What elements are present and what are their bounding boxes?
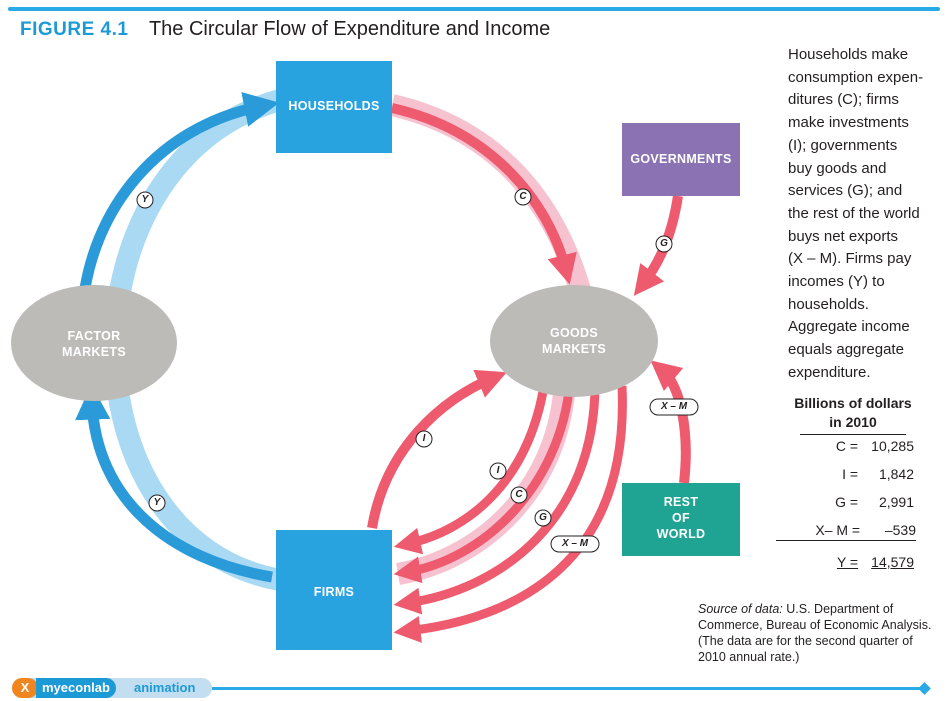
net-exports-badge-lower-oval — [550, 535, 600, 553]
income-badge-bottom-circle — [148, 494, 166, 512]
source-prefix: Source of data: — [698, 602, 783, 616]
myeconlab-animation-button[interactable]: X myeconlab animation — [12, 678, 212, 698]
data-row-y: Y = 14,579 — [836, 554, 914, 570]
description-line: (I); governments — [788, 136, 898, 154]
net-exports-badge-right-oval — [649, 398, 699, 416]
myeconlab-wordmark: myeconlab — [36, 678, 116, 698]
government-badge-top: G — [660, 238, 668, 249]
bottom-rule — [212, 687, 924, 690]
firms-label: FIRMS — [313, 585, 355, 599]
description-line: consumption expen- — [788, 68, 924, 86]
government-badge-lower-circle — [534, 509, 552, 527]
government-badge-top-circle — [655, 235, 673, 253]
investment-badge-loop-circle — [415, 430, 433, 448]
goods-markets-label: GOODS MARKETS — [542, 326, 606, 356]
description-line: equals aggregate — [788, 341, 904, 359]
data-table-rule — [800, 434, 906, 435]
figure-header: FIGURE 4.1 The Circular Flow of Expendit… — [20, 18, 550, 44]
consumption-arrow-lower — [393, 381, 575, 584]
government-arrow-lower — [393, 383, 600, 615]
rest-of-world-box — [622, 483, 740, 556]
consumption-badge-top: C — [519, 191, 527, 202]
investment-badge-lower: I — [496, 465, 500, 476]
rest-of-world-label: REST OF WORLD — [656, 495, 706, 541]
governments-box — [622, 123, 740, 196]
consumption-badge-top-circle — [514, 188, 532, 206]
figure-label: FIGURE 4.1 — [20, 19, 129, 40]
income-badge-top-circle — [136, 191, 154, 209]
data-row-net-exports: X– M = –539 — [776, 520, 916, 541]
goods-markets-ellipse — [490, 285, 658, 397]
source-text: U.S. Department of Commerce, Bureau of E… — [698, 602, 932, 664]
data-table-rows: C = 10,285 I = 1,842 G = 2,991 X– M = –5… — [776, 436, 928, 576]
governments-label: GOVERNMENTS — [630, 152, 732, 166]
description-line: make investments — [788, 114, 909, 132]
net-exports-arrow-lower — [393, 385, 627, 643]
data-row-c: C = 10,285 — [835, 438, 914, 454]
government-badge-lower: G — [539, 512, 547, 523]
source-note: Source of data: U.S. Department of Comme… — [698, 601, 933, 665]
description-line: (X – M). Firms pay — [788, 250, 912, 268]
income-badge-top: Y — [141, 194, 149, 205]
description-line: Aggregate income — [788, 318, 910, 336]
investment-badge-lower-circle — [489, 462, 507, 480]
net-exports-badge-right: X – M — [660, 401, 688, 412]
investment-badge-loop: I — [422, 433, 426, 444]
income-arrow-bottom — [75, 384, 273, 583]
data-row-g: G = 2,991 — [835, 494, 914, 510]
consumption-flow-halo — [389, 94, 591, 294]
firms-box — [276, 530, 392, 650]
consumption-badge-lower-circle — [510, 486, 528, 504]
income-badge-bottom: Y — [153, 497, 161, 508]
top-rule — [8, 7, 940, 11]
myeconlab-x-icon: X — [12, 678, 38, 698]
data-row-i: I = 1,842 — [842, 466, 914, 482]
description-line: the rest of the world — [788, 204, 920, 222]
figure-title: The Circular Flow of Expenditure and Inc… — [148, 18, 551, 40]
data-table: Billions of dollars in 2010 — [778, 394, 928, 435]
description-line: buy goods and — [788, 159, 887, 177]
description-line: Households make — [788, 46, 909, 63]
net-exports-badge-lower: X – M — [561, 538, 589, 549]
description-line: services (G); and — [788, 182, 903, 200]
consumption-arrow-top — [390, 103, 577, 285]
households-label: HOUSEHOLDS — [288, 99, 380, 113]
investment-arrow-loop — [367, 369, 507, 529]
description-line: buys net exports — [788, 227, 899, 245]
factor-markets-label: FACTOR MARKETS — [62, 329, 126, 359]
investment-arrow-lower — [393, 379, 550, 555]
factor-markets-ellipse — [11, 285, 177, 401]
data-table-title: Billions of dollars in 2010 — [794, 395, 912, 430]
description-line: ditures (C); firms — [788, 91, 899, 109]
animation-label: animation — [134, 680, 196, 695]
net-exports-arrow-right — [650, 360, 691, 484]
consumption-badge-lower: C — [515, 489, 523, 500]
households-box — [276, 61, 392, 153]
figure-description: Households make consumption expen- ditur… — [788, 44, 938, 385]
description-line: incomes (Y) to — [788, 273, 885, 291]
description-line: households. — [788, 295, 869, 313]
income-arrow-top — [76, 92, 280, 319]
description-line: expenditure. — [788, 363, 871, 381]
